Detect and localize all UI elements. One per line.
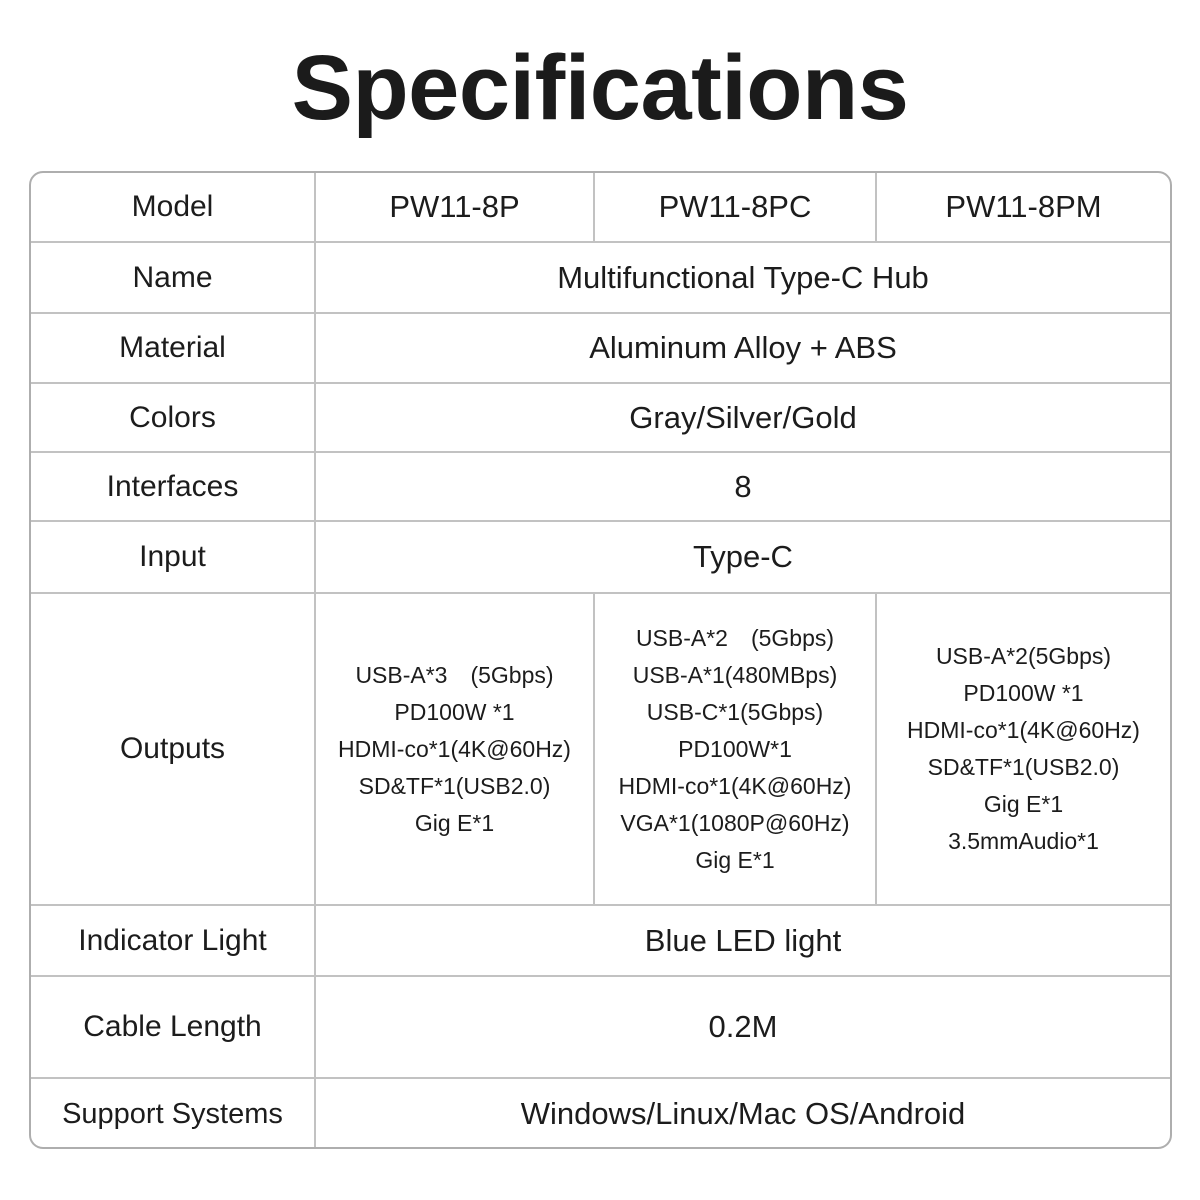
output-line: HDMI-co*1(4K@60Hz) [907, 717, 1140, 743]
row-label-name: Name [31, 243, 316, 312]
outputs-column-pw11-8p: USB-A*3 (5Gbps) PD100W *1 HDMI-co*1(4K@6… [316, 594, 595, 904]
row-value-colors: Gray/Silver/Gold [629, 399, 857, 435]
output-line: PD100W*1 [678, 735, 792, 762]
output-line: USB-A*1(480MBps) [632, 661, 838, 688]
page-title: Specifications [291, 37, 909, 139]
output-line: SD&TF*1(USB2.0) [927, 754, 1120, 780]
row-label-model: Model [31, 173, 316, 241]
output-line: USB-A*3 (5Gbps) [355, 661, 554, 688]
table-row-input: Input Type-C [31, 522, 1170, 594]
model-value-pw11-8pm: PW11-8PM [945, 189, 1102, 224]
row-label-outputs: Outputs [31, 594, 316, 904]
output-line: HDMI-co*1(4K@60Hz) [338, 735, 571, 762]
table-row-cable-length: Cable Length 0.2M [31, 977, 1170, 1079]
row-label-interfaces: Interfaces [31, 453, 316, 520]
output-line: USB-A*2 (5Gbps) [635, 624, 835, 651]
table-row-outputs: Outputs USB-A*3 (5Gbps) PD100W *1 HDMI-c… [31, 594, 1170, 906]
row-label-material: Material [31, 314, 316, 382]
output-line: Gig E*1 [414, 809, 495, 836]
table-row-indicator-light: Indicator Light Blue LED light [31, 906, 1170, 977]
row-label-indicator-light: Indicator Light [31, 906, 316, 975]
row-value-material: Aluminum Alloy + ABS [589, 330, 897, 365]
output-line: HDMI-co*1(4K@60Hz) [618, 772, 852, 799]
output-line: SD&TF*1(USB2.0) [358, 772, 551, 799]
output-line: PD100W *1 [963, 680, 1084, 706]
table-row-support-systems: Support Systems Windows/Linux/Mac OS/And… [31, 1079, 1170, 1147]
output-line: USB-C*1(5Gbps) [646, 698, 824, 725]
table-row-interfaces: Interfaces 8 [31, 453, 1170, 522]
table-row-material: Material Aluminum Alloy + ABS [31, 314, 1170, 384]
table-row-model: Model PW11-8P PW11-8PC PW11-8PM [31, 173, 1170, 243]
specifications-table: Model PW11-8P PW11-8PC PW11-8PM Name Mul… [29, 171, 1172, 1149]
model-value-pw11-8p: PW11-8P [316, 173, 595, 241]
row-label-cable-length: Cable Length [31, 977, 316, 1077]
row-value-input: Type-C [693, 539, 793, 574]
table-row-colors: Colors Gray/Silver/Gold [31, 384, 1170, 453]
model-value-pw11-8pc: PW11-8PC [595, 173, 877, 241]
row-value-support-systems: Windows/Linux/Mac OS/Android [520, 1096, 966, 1131]
output-line: VGA*1(1080P@60Hz) [620, 809, 850, 836]
output-line: PD100W *1 [394, 698, 515, 725]
row-label-input: Input [31, 522, 316, 592]
outputs-column-pw11-8pm: USB-A*2(5Gbps) PD100W *1 HDMI-co*1(4K@60… [877, 594, 1170, 904]
row-value-interfaces: 8 [734, 468, 752, 504]
output-line: 3.5mmAudio*1 [948, 828, 1099, 854]
row-value-indicator-light: Blue LED light [644, 922, 842, 958]
output-line: Gig E*1 [695, 846, 775, 873]
row-value-name: Multifunctional Type-C Hub [557, 259, 929, 295]
output-line: Gig E*1 [983, 791, 1064, 817]
output-line: USB-A*2(5Gbps) [935, 643, 1112, 669]
row-value-cable-length: 0.2M [708, 1009, 778, 1044]
table-row-name: Name Multifunctional Type-C Hub [31, 243, 1170, 314]
outputs-column-pw11-8pc: USB-A*2 (5Gbps) USB-A*1(480MBps) USB-C*1… [595, 594, 877, 904]
row-label-support-systems: Support Systems [31, 1079, 316, 1147]
row-label-colors: Colors [31, 384, 316, 451]
